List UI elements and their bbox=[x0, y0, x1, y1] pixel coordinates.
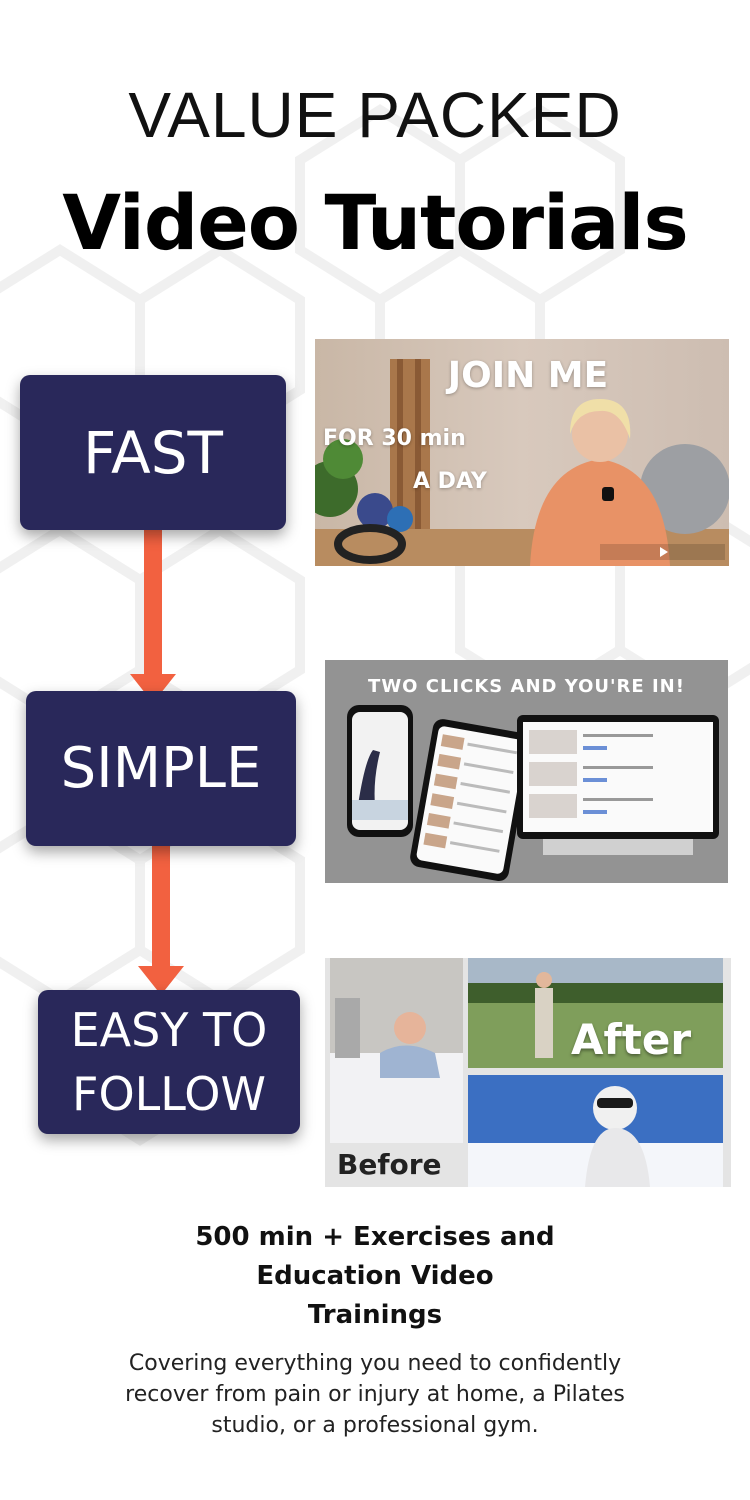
video-line-for-30-min: FOR 30 min bbox=[323, 426, 466, 451]
video-line-a-day: A DAY bbox=[413, 469, 487, 494]
step-easy-label-line2: FOLLOW bbox=[72, 1067, 266, 1121]
headline-video-tutorials: Video Tutorials bbox=[62, 178, 688, 267]
summary-description: Covering everything you need to confiden… bbox=[125, 1351, 625, 1438]
summary-heading: 500 min + Exercises and Education Video … bbox=[175, 1218, 575, 1335]
before-after-image bbox=[325, 958, 731, 1187]
summary-line3: Trainings bbox=[307, 1300, 443, 1330]
step-fast: FAST bbox=[20, 375, 286, 530]
step-simple: SIMPLE bbox=[26, 691, 296, 846]
arrow-down-2 bbox=[138, 845, 184, 995]
step-easy-label-line1: EASY TO bbox=[70, 1003, 268, 1057]
devices-caption: TWO CLICKS AND YOU'RE IN! bbox=[368, 676, 685, 697]
before-label: Before bbox=[337, 1148, 442, 1181]
summary-line1: 500 min + Exercises and bbox=[195, 1222, 555, 1252]
after-label: After bbox=[571, 1015, 692, 1064]
before-after-thumbnail[interactable]: Before After bbox=[325, 958, 731, 1187]
video-line-join-me: JOIN ME bbox=[447, 355, 609, 396]
arrow-down-1 bbox=[130, 528, 176, 703]
video-thumbnail-image bbox=[315, 339, 729, 566]
step-simple-label: SIMPLE bbox=[60, 736, 262, 801]
summary-line2: Education Video bbox=[256, 1261, 494, 1291]
video-thumbnail[interactable]: JOIN ME FOR 30 min A DAY bbox=[315, 339, 729, 566]
headline-value-packed: VALUE PACKED bbox=[128, 79, 622, 151]
step-easy-to-follow: EASY TO FOLLOW bbox=[38, 990, 300, 1134]
devices-thumbnail[interactable]: TWO CLICKS AND YOU'RE IN! bbox=[325, 660, 728, 883]
step-fast-label: FAST bbox=[83, 418, 223, 487]
devices-thumbnail-image bbox=[325, 660, 728, 883]
